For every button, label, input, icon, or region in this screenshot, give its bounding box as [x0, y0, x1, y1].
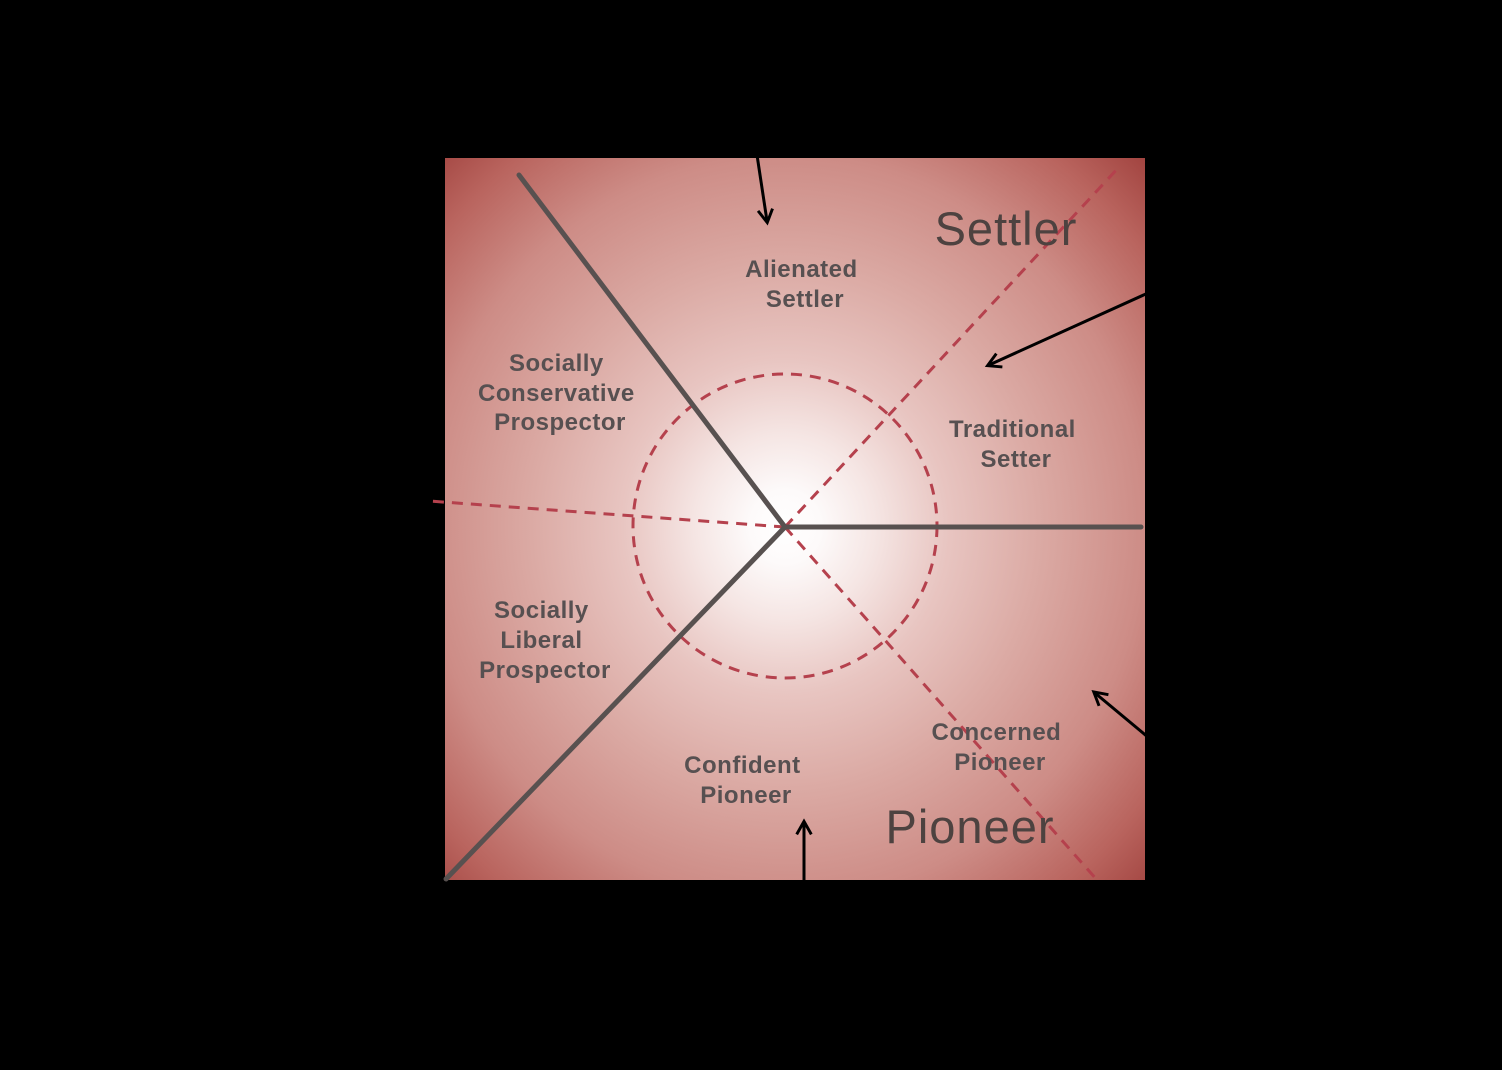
segment-label-alienated-settler: Alienated Settler [745, 256, 865, 313]
segment-boundary-lines [443, 172, 1144, 882]
segment-label-traditional-setter: Traditional Setter [949, 416, 1083, 473]
settler-title: Settler [935, 202, 1078, 255]
dashed-axis-left [428, 499, 786, 529]
segment-label-socially-conservative-prospector: Socially Conservative Prospector [478, 350, 642, 436]
boundary-ray-upper-left [516, 172, 788, 530]
segment-label-socially-liberal-prospector: Socially Liberal Prospector [479, 597, 611, 684]
arrow-top-into-alienated-settler [755, 154, 774, 226]
boundary-ray-lower-left [443, 524, 788, 882]
dashed-axis-lower-right [783, 526, 1099, 881]
segment-label-confident-pioneer: Confident Pioneer [684, 752, 808, 809]
annotation-arrows [755, 154, 1150, 881]
pioneer-title: Pioneer [886, 800, 1055, 853]
arrow-right-into-traditional-setter [984, 291, 1149, 369]
dashed-axis-upper-right [783, 164, 1122, 529]
segment-label-concerned-pioneer: Concerned Pioneer [931, 719, 1068, 776]
arrow-right-into-concerned-pioneer [1091, 690, 1150, 740]
